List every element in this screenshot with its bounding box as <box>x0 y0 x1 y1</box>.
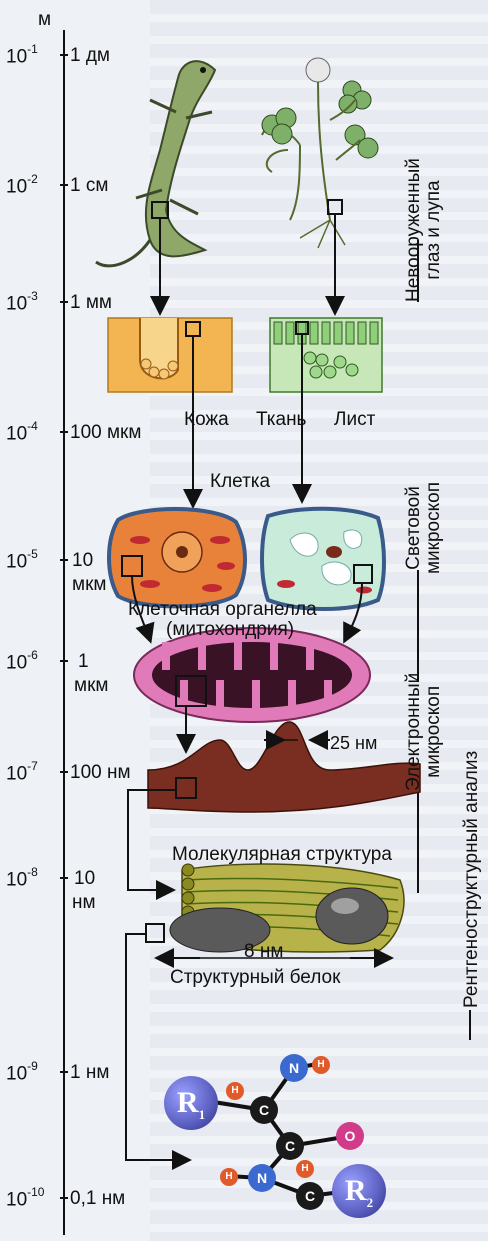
tissue-label: Ткань <box>256 410 306 429</box>
method-xray-analysis: Рентгеноструктурный анализ <box>462 751 482 1008</box>
tick-label-4: 100 мкм <box>70 423 141 442</box>
leaf-label: Лист <box>334 410 375 429</box>
hydrogen-atom-1: H <box>226 1082 244 1100</box>
carbon-atom-2: C <box>276 1132 304 1160</box>
tick-label-10: 0,1 нм <box>70 1189 125 1208</box>
tick-label-6b: мкм <box>74 676 108 695</box>
skin-tissue-illustration <box>108 318 232 392</box>
tick-power-6: 10-6 <box>6 650 38 674</box>
tick-label-8b: нм <box>72 893 96 912</box>
tick-power-7: 10-7 <box>6 761 38 785</box>
oxygen-atom: O <box>336 1122 364 1150</box>
tick-power-4: 10-4 <box>6 421 38 445</box>
tick-power-10: 10-10 <box>6 1187 44 1211</box>
tick-power-2: 10-2 <box>6 174 38 198</box>
molecular-structure-label: Молекулярная структура <box>172 845 392 864</box>
tick-label-5: 10 <box>72 551 93 570</box>
structural-protein-label: Структурный белок <box>170 968 340 987</box>
hydrogen-atom-2: H <box>312 1056 330 1074</box>
membrane-fragment-illustration <box>148 722 420 812</box>
tick-label-7: 100 нм <box>70 763 131 782</box>
mitochondria-label: (митохондрия) <box>166 620 294 639</box>
tick-label-6: 1 <box>78 652 89 671</box>
tick-label-3: 1 мм <box>70 293 112 312</box>
carbon-atom-3: C <box>296 1182 324 1210</box>
nitrogen-atom-2: N <box>248 1164 276 1192</box>
lizard-illustration <box>96 61 215 266</box>
carbon-atom-1: C <box>250 1096 278 1124</box>
mitochondrion-illustration <box>134 628 370 722</box>
tick-label-1: 1 дм <box>70 46 110 65</box>
leaf-zoom-box <box>328 200 342 214</box>
dimension-8nm-label: 8 нм <box>244 942 283 961</box>
tick-label-9: 1 нм <box>70 1063 109 1082</box>
xray-range-bracket <box>469 1010 485 1040</box>
cell-label: Клетка <box>210 472 270 491</box>
light-range-bracket <box>417 570 437 682</box>
axis-unit-label: м <box>38 10 51 29</box>
clover-illustration <box>262 58 378 248</box>
hydrogen-atom-4: H <box>296 1160 314 1178</box>
plant-cell-illustration <box>262 509 384 609</box>
tick-label-8: 10 <box>74 869 95 888</box>
tick-power-1: 10-1 <box>6 44 38 68</box>
skin-label: Кожа <box>184 410 229 429</box>
tick-power-8: 10-8 <box>6 867 38 891</box>
em-range-bracket <box>417 793 437 893</box>
leaf-tissue-illustration <box>270 318 382 392</box>
dimension-25nm-label: 25 нм <box>330 734 377 752</box>
organelle-label: Клеточная органелла <box>128 600 317 619</box>
animal-cell-illustration <box>109 509 245 606</box>
tick-power-3: 10-3 <box>6 291 38 315</box>
r1-group: R1 <box>164 1076 218 1130</box>
tick-power-5: 10-5 <box>6 549 38 573</box>
tick-label-2: 1 см <box>70 176 108 195</box>
tick-power-9: 10-9 <box>6 1061 38 1085</box>
r2-group: R2 <box>332 1164 386 1218</box>
tick-label-5b: мкм <box>72 575 106 594</box>
hydrogen-atom-3: H <box>220 1168 238 1186</box>
nitrogen-atom-1: N <box>280 1054 308 1082</box>
